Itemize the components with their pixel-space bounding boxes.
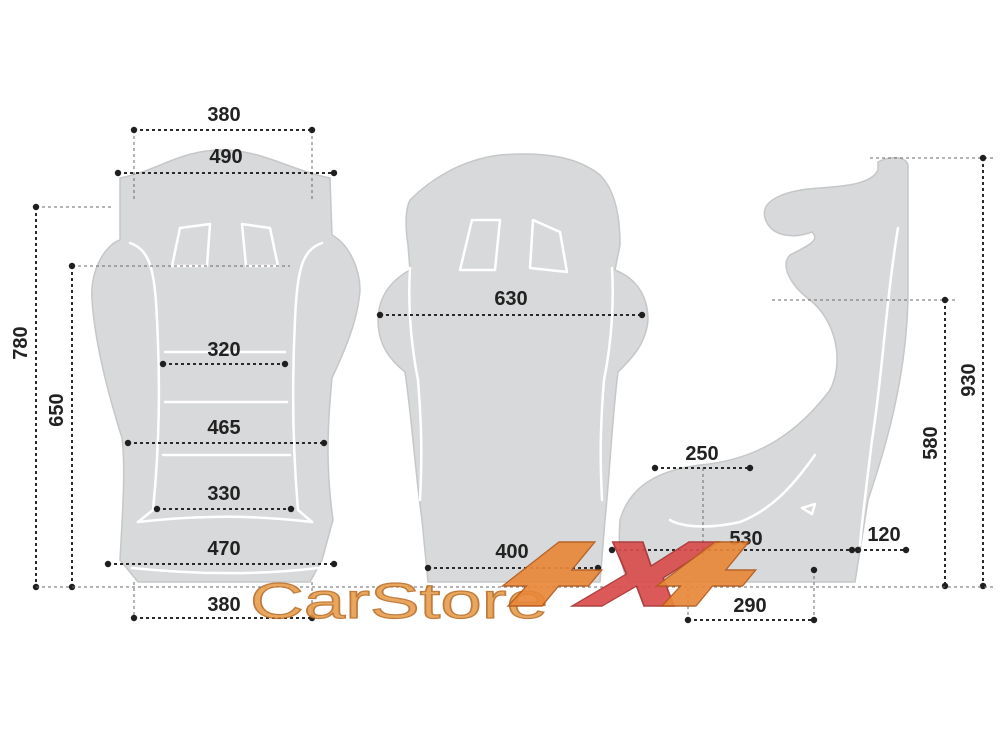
dimension-back-width: 630 xyxy=(376,288,646,319)
dimension-front-width-1: 320 xyxy=(159,339,289,368)
dim-label-front-shoulder-top: 380 xyxy=(207,104,240,126)
watermark: CarStore xyxy=(249,541,758,630)
front-view-seat xyxy=(91,149,361,583)
side-vent xyxy=(800,502,817,516)
dim-label-back-width: 630 xyxy=(494,288,527,310)
dimension-side-base-depth: 290 xyxy=(684,566,818,624)
dimension-front-total-height: 780 xyxy=(10,203,112,591)
dimension-front-width-2: 465 xyxy=(124,417,328,447)
dimension-front-width-4: 470 xyxy=(104,538,338,568)
dim-label-front-base-width: 380 xyxy=(207,594,240,616)
dimension-front-head-width: 490 xyxy=(114,146,338,177)
dimension-front-shoulder-top: 380 xyxy=(130,104,316,200)
dimension-front-back-height: 650 xyxy=(46,262,290,591)
dim-label-front-back-height: 650 xyxy=(46,393,68,426)
dimension-side-total-height: 930 xyxy=(870,154,996,590)
dim-label-side-back-height: 580 xyxy=(920,426,942,459)
dim-label-front-head-width: 490 xyxy=(209,146,242,168)
back-harness-slot-left xyxy=(458,218,502,272)
harness-slot-left xyxy=(170,222,212,268)
dimension-side-seat-depth-1: 250 xyxy=(651,443,754,560)
watermark-brand: CarStore xyxy=(250,573,548,629)
dim-label-side-seat-depth-1: 250 xyxy=(685,443,718,465)
dim-label-front-total-height: 780 xyxy=(10,326,32,359)
back-harness-slot-right xyxy=(528,218,569,274)
side-view-seat xyxy=(618,157,909,583)
back-view-seat xyxy=(377,153,649,583)
dim-label-back-base-width: 400 xyxy=(495,541,528,563)
dim-label-side-rear-offset: 120 xyxy=(867,524,900,546)
dim-label-front-width-3: 330 xyxy=(207,483,240,505)
dimension-front-base-width: 380 xyxy=(130,582,316,622)
dimension-side-back-height: 580 xyxy=(772,296,958,590)
dim-label-side-base-depth: 290 xyxy=(733,595,766,617)
dim-label-front-width-4: 470 xyxy=(207,538,240,560)
dim-label-side-total-height: 930 xyxy=(958,363,980,396)
dimension-front-width-3: 330 xyxy=(153,483,295,513)
dim-label-front-width-1: 320 xyxy=(207,339,240,361)
watermark-4x4-logo xyxy=(500,541,758,607)
dim-label-front-width-2: 465 xyxy=(207,417,240,439)
dimension-side-rear-offset: 120 xyxy=(848,524,910,554)
